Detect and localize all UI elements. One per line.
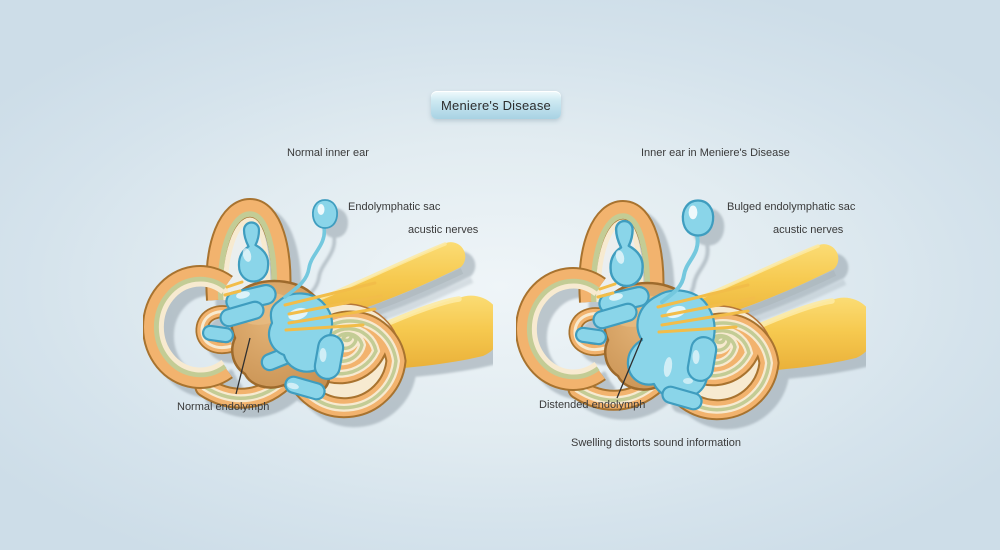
nerve-fibers bbox=[223, 280, 383, 332]
inner-ear-svg bbox=[516, 199, 866, 421]
utricle-duct bbox=[237, 221, 270, 283]
label-endolymphatic-sac: Endolymphatic sac bbox=[348, 201, 441, 213]
label-swelling-note: Swelling distorts sound information bbox=[571, 437, 741, 449]
nerve-fibers bbox=[596, 282, 756, 334]
inner-ear-svg bbox=[143, 197, 493, 419]
endolymph-group bbox=[201, 221, 345, 401]
pointer-line bbox=[235, 337, 251, 395]
label-bulged-endolymphatic-sac: Bulged endolymphatic sac bbox=[727, 201, 856, 213]
label-distended-endolymph: Distended endolymph bbox=[539, 399, 646, 411]
endolymphatic-duct bbox=[283, 225, 327, 299]
endolymphatic-sac-balloon bbox=[312, 199, 338, 229]
title-badge: Meniere's Disease bbox=[431, 91, 561, 119]
endolymph-group bbox=[574, 219, 718, 411]
heading-meniere-inner-ear: Inner ear in Meniere's Disease bbox=[641, 147, 790, 159]
semicircular-canals bbox=[516, 199, 665, 391]
illustration-meniere-inner-ear bbox=[516, 199, 866, 431]
label-normal-endolymph: Normal endolymph bbox=[177, 401, 270, 413]
pointer-line bbox=[616, 337, 643, 399]
label-acustic-nerves-meniere: acustic nerves bbox=[773, 224, 844, 236]
heading-normal-inner-ear: Normal inner ear bbox=[287, 147, 369, 159]
utricle-duct bbox=[609, 219, 644, 288]
page-title: Meniere's Disease bbox=[441, 97, 551, 113]
endolymphatic-duct bbox=[660, 233, 700, 304]
label-acustic-nerves-normal: acustic nerves bbox=[408, 224, 479, 236]
illustration-normal-inner-ear bbox=[143, 197, 493, 429]
endolymphatic-sac-balloon bbox=[681, 199, 715, 237]
